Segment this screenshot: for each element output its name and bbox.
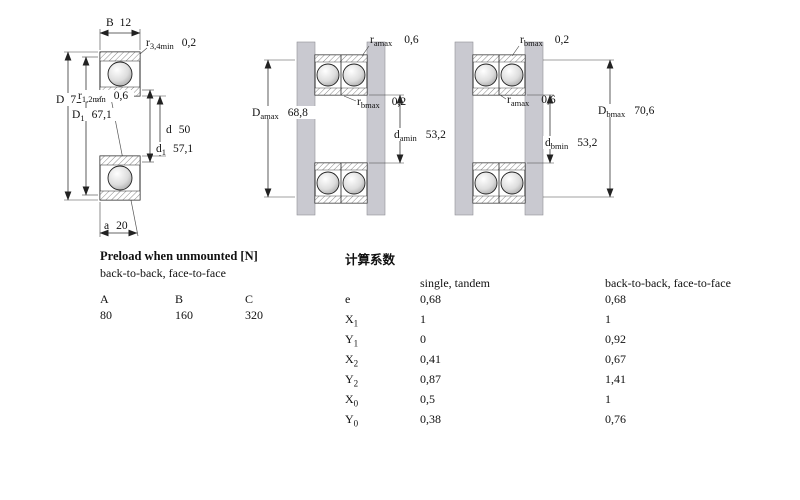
- factor-value-single: 0,68: [420, 291, 441, 306]
- factor-symbol-cell: X0: [345, 391, 359, 408]
- factor-symbol-cell: Y1: [345, 331, 359, 348]
- housing-section: [366, 41, 386, 216]
- preload-subtitle: back-to-back, face-to-face: [100, 266, 226, 280]
- factor-symbol-cell: Y0: [345, 411, 359, 428]
- ball: [316, 171, 340, 195]
- factors-title: 计算系数: [345, 253, 396, 267]
- ball: [316, 63, 340, 87]
- preload-col-header: C: [245, 292, 254, 306]
- housing-section: [524, 41, 544, 216]
- factor-symbol-cell: Y2: [345, 371, 359, 388]
- factors-grid: single, tandem back-to-back, face-to-fac…: [345, 276, 765, 431]
- housing-section: [454, 41, 474, 216]
- ball: [107, 61, 133, 87]
- ball: [500, 171, 524, 195]
- dim-D: D72: [53, 51, 98, 201]
- factor-symbol-cell: X1: [345, 311, 359, 328]
- factor-value-single: 0,38: [420, 411, 441, 426]
- ball: [107, 165, 133, 191]
- factor-symbol-cell: e: [345, 291, 351, 306]
- factors-col-header-back-to-back: back-to-back, face-to-face: [605, 276, 731, 290]
- preload-title: Preload when unmounted [N]: [100, 249, 258, 263]
- factors-col-header-single-tandem: single, tandem: [420, 276, 490, 290]
- factor-value-single: 0: [420, 331, 426, 346]
- factor-value-paired: 0,92: [605, 331, 626, 346]
- preload-value: 320: [245, 307, 263, 322]
- factor-value-paired: 0,76: [605, 411, 626, 426]
- preload-value: 80: [100, 307, 112, 322]
- factor-value-single: 0,5: [420, 391, 435, 406]
- factor-value-paired: 1: [605, 391, 611, 406]
- ball: [474, 171, 498, 195]
- housing-section: [296, 41, 316, 216]
- factor-value-single: 0,87: [420, 371, 441, 386]
- preload-table: Preload when unmounted [N] back-to-back,…: [100, 249, 315, 323]
- factor-value-paired: 1,41: [605, 371, 626, 386]
- factors-corner: [345, 276, 420, 292]
- preload-grid: A B C 80 160 320: [100, 292, 315, 323]
- factor-value-single: 1: [420, 311, 426, 326]
- ball: [500, 63, 524, 87]
- preload-col-header: A: [100, 292, 109, 306]
- factor-value-paired: 0,67: [605, 351, 626, 366]
- preload-value: 160: [175, 307, 193, 322]
- factor-symbol-cell: X2: [345, 351, 359, 368]
- ball: [474, 63, 498, 87]
- preload-col-header: B: [175, 292, 184, 306]
- ball: [342, 171, 366, 195]
- ball: [342, 63, 366, 87]
- factor-value-single: 0,41: [420, 351, 441, 366]
- factor-value-paired: 1: [605, 311, 611, 326]
- calculation-factors-table: 计算系数 single, tandem back-to-back, face-t…: [345, 249, 765, 431]
- factor-value-paired: 0,68: [605, 291, 626, 306]
